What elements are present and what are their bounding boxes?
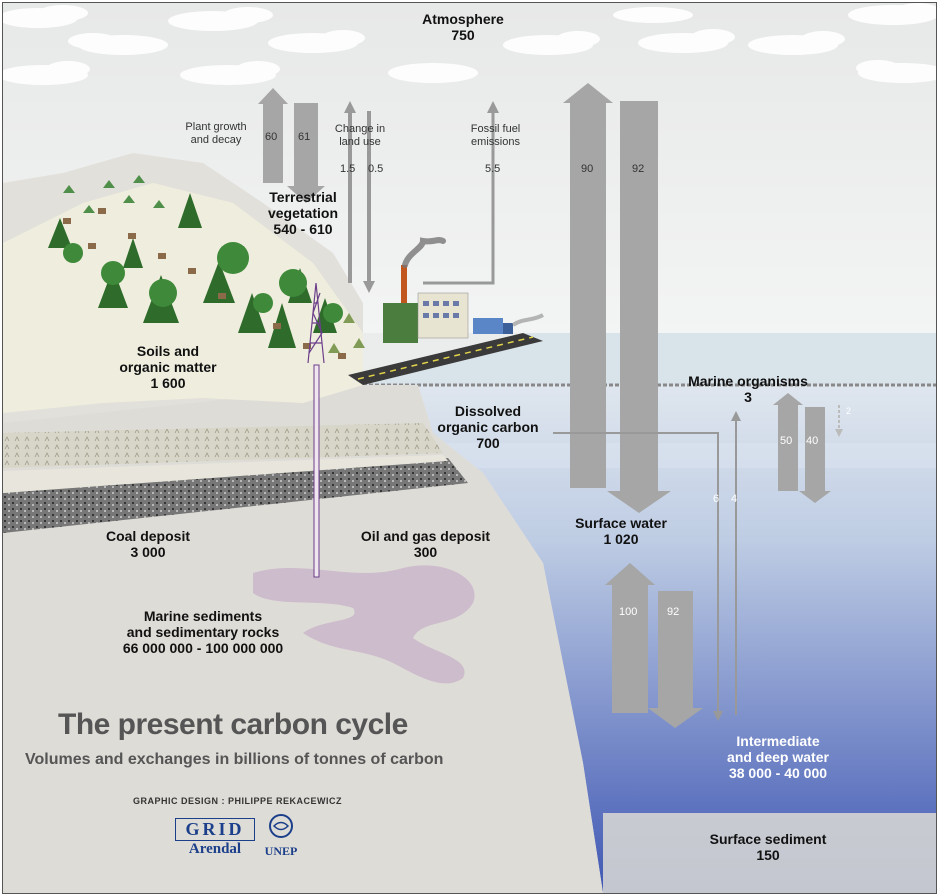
marine-b-value: 40 xyxy=(806,435,819,447)
fossil-value: 5.5 xyxy=(485,163,501,175)
diagram-title: The present carbon cycle xyxy=(58,708,408,741)
land-use-arrows xyxy=(348,111,371,283)
unep-logo-text: UNEP xyxy=(264,844,298,858)
doc-exchange-line xyxy=(553,432,719,715)
cloud-decoration xyxy=(3,3,936,85)
fossil-emission-arrowhead xyxy=(487,101,499,113)
plant-down-value: 61 xyxy=(298,131,311,143)
doc-return-arrowhead xyxy=(731,411,741,421)
doc-a-value: 6 xyxy=(713,493,720,505)
marine-c-value: 2 xyxy=(846,406,852,416)
marine-a-value: 50 xyxy=(780,435,793,447)
truck xyxy=(473,313,545,334)
drill-pipe xyxy=(313,364,320,578)
carbon-cycle-diagram xyxy=(3,3,936,893)
unep-globe-icon xyxy=(269,814,293,838)
flow-arrows xyxy=(258,83,831,728)
forest-vegetation xyxy=(48,175,365,359)
factory-building xyxy=(383,237,469,343)
plant-growth-up-arrow xyxy=(258,88,288,183)
ocean-release-down-arrow xyxy=(607,101,671,513)
plant-decay-down-arrow xyxy=(287,103,325,203)
grid-logo-text: GRID xyxy=(175,818,255,841)
plant-up-value: 60 xyxy=(265,131,278,143)
arendal-logo-text: Arendal xyxy=(188,841,242,857)
coal-stratum xyxy=(3,458,468,533)
deep-up-value: 100 xyxy=(619,606,638,618)
oil-gas-deposit xyxy=(253,565,475,684)
deep-water-down-arrow xyxy=(648,591,703,728)
doc-b-value: 4 xyxy=(731,493,738,505)
gravel-stratum xyxy=(3,423,443,468)
deep-water-up-arrow xyxy=(605,563,655,713)
doc-exchange-arrowhead xyxy=(713,711,723,721)
unep-logo: UNEP xyxy=(261,813,301,859)
surface-sediment-block xyxy=(603,813,936,893)
oil-derrick xyxy=(307,282,325,364)
road xyxy=(348,333,543,385)
ocean-down-value: 92 xyxy=(632,163,645,175)
marine-small-arrowhead xyxy=(835,429,843,437)
land-up-value: 1.5 xyxy=(340,163,356,175)
soil-layer xyxy=(3,183,363,413)
grid-arendal-logo: GRID Arendal xyxy=(175,818,255,858)
deep-down-value: 92 xyxy=(667,606,680,618)
ocean-up-value: 90 xyxy=(581,163,594,175)
road-markings xyxy=(357,336,534,380)
ocean-uptake-up-arrow xyxy=(563,83,613,488)
diagram-subtitle: Volumes and exchanges in billions of ton… xyxy=(25,751,444,768)
land-use-arrowhead-up xyxy=(344,101,356,113)
sediment-stratum xyxy=(3,455,448,493)
marine-up-arrow xyxy=(773,393,803,491)
marine-down-arrow xyxy=(799,407,831,503)
design-credit: GRAPHIC DESIGN : PHILIPPE REKACEWICZ xyxy=(133,796,343,806)
land-use-arrowhead-down xyxy=(363,281,375,293)
fossil-emission-line xyxy=(423,111,495,285)
land-down-value: 0.5 xyxy=(368,163,384,175)
